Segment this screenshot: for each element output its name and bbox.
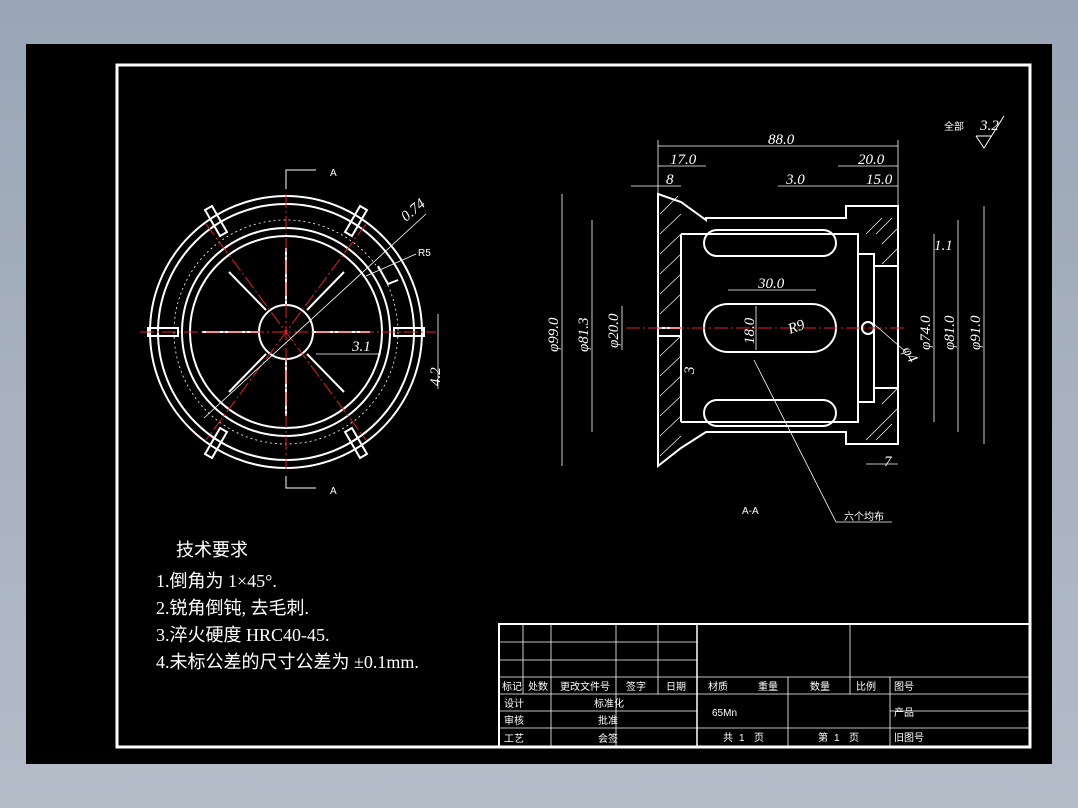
- section-mark: [285, 169, 316, 489]
- front-dim-lines: [203, 213, 439, 419]
- dim-phi990: φ99.0: [546, 317, 562, 352]
- roughness-symbol: 全部 3.2: [944, 115, 1005, 149]
- section-mark-top: A: [330, 168, 337, 179]
- tb-gong: 共: [723, 732, 733, 744]
- section-title: A-A: [742, 506, 759, 517]
- dim-180: 18.0: [742, 317, 758, 344]
- dim-7: 7: [884, 454, 893, 470]
- dim-170: 17.0: [670, 152, 697, 168]
- dim-phi4: φ4: [899, 344, 921, 366]
- dim-phi200: φ20.0: [606, 313, 622, 348]
- title-block: [498, 623, 1031, 748]
- cad-drawing: 全部 3.2: [115, 63, 1032, 749]
- tb-huiqian: 会签: [598, 732, 618, 745]
- requirements-title: 技术要求: [176, 540, 248, 560]
- title-block-texts: 标记 处数 更改文件号 签字 日期 设计 标准化 审核 批准 工艺 会签 材质 …: [502, 680, 924, 745]
- tb-biaoji: 标记: [502, 681, 522, 693]
- tb-biaozhunhua: 标准化: [594, 697, 624, 710]
- section-mark-bottom: A: [330, 486, 337, 497]
- tb-bili: 比例: [856, 680, 876, 693]
- tb-ye1: 页: [754, 732, 764, 744]
- requirement-item: 3.淬火硬度 HRC40-45.: [156, 625, 330, 645]
- dim-phi810: φ81.0: [942, 315, 958, 350]
- dim-phi813: φ81.3: [576, 317, 592, 352]
- section-hatching: [659, 195, 899, 457]
- tb-tuhao: 图号: [894, 681, 914, 693]
- front-center-lines: [140, 194, 436, 469]
- tb-shuliang: 数量: [810, 680, 830, 693]
- tb-material: 65Mn: [712, 708, 737, 719]
- tb-genggai: 更改文件号: [560, 680, 610, 693]
- dim-phi910: φ91.0: [968, 315, 984, 350]
- technical-requirements: 技术要求 1.倒角为 1×45°. 2.锐角倒钝, 去毛刺. 3.淬火硬度 HR…: [156, 540, 419, 672]
- dim-074: 0.74: [398, 196, 429, 225]
- dim-42: 4.2: [428, 367, 444, 386]
- tb-di: 第: [818, 731, 828, 744]
- dim-3: 3: [682, 367, 698, 376]
- tb-gong-n: 1: [739, 733, 745, 744]
- section-dim-lines: [561, 140, 985, 523]
- tb-riqi: 日期: [666, 681, 686, 693]
- requirement-item: 1.倒角为 1×45°.: [156, 571, 277, 591]
- requirement-item: 2.锐角倒钝, 去毛刺.: [156, 598, 309, 618]
- tb-gongyi: 工艺: [504, 733, 524, 745]
- tb-sheji: 设计: [504, 697, 524, 710]
- tb-shenhe: 审核: [504, 714, 524, 727]
- dim-r9: R9: [785, 317, 808, 338]
- tb-chanpin: 产品: [894, 706, 914, 719]
- section-view: [657, 192, 899, 469]
- dim-phi740: φ74.0: [918, 315, 934, 350]
- tb-di-n: 1: [834, 733, 840, 744]
- tb-ye2: 页: [849, 732, 859, 744]
- tb-jiutuhao: 旧图号: [894, 732, 924, 744]
- tb-pizhun: 批准: [598, 714, 618, 727]
- dim-r5: R5: [418, 248, 431, 259]
- tb-cailiao: 材质: [708, 680, 728, 693]
- tb-qianzi: 签字: [626, 680, 646, 693]
- tb-chushu: 处数: [528, 680, 548, 693]
- roughness-label: 全部: [944, 120, 964, 133]
- leader-note: 六个均布: [844, 511, 884, 523]
- dim-31: 3.1: [351, 339, 371, 355]
- roughness-value: 3.2: [979, 118, 999, 134]
- dim-200: 20.0: [858, 152, 885, 168]
- dim-150: 15.0: [866, 172, 893, 188]
- dim-8: 8: [666, 172, 674, 188]
- section-dim-texts: 88.0 17.0 8 20.0 3.0 15.0 1.1 30.0 18.0 …: [546, 132, 984, 523]
- dim-30: 3.0: [785, 172, 805, 188]
- dim-880: 88.0: [768, 132, 795, 148]
- dim-300: 30.0: [757, 276, 785, 292]
- tb-zhongliang: 重量: [758, 680, 778, 693]
- dim-11: 1.1: [934, 238, 953, 254]
- drawing-canvas: 全部 3.2: [26, 44, 1052, 764]
- requirement-item: 4.未标公差的尺寸公差为 ±0.1mm.: [156, 652, 419, 672]
